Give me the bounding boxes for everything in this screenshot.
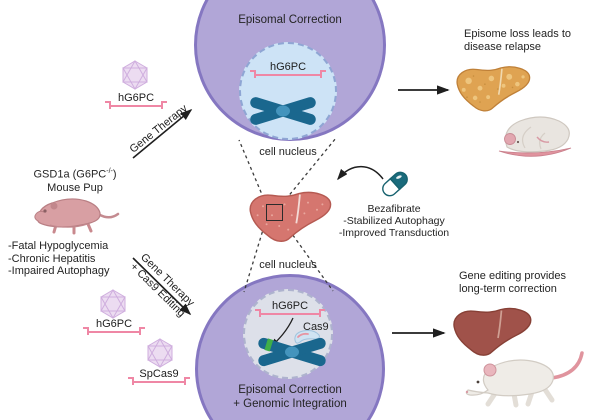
zoom-square [266,204,283,221]
mouse-model-label: GSD1a (G6PC-/-) Mouse Pup [22,165,128,195]
symptom-2: -Chronic Hepatitis [8,252,96,265]
cas9-label: Cas9 [303,321,329,333]
cas9-protein-icon [294,330,320,344]
episomal-construct-bottom: hG6PC [255,300,325,317]
aav-capsid-icon [147,337,173,369]
drug-name: Bezafibrate [367,203,421,215]
cell-nucleus-caption-bottom: cell nucleus [259,259,317,271]
chromosome-edited-icon [258,337,326,367]
aav-hg6pc-construct: hG6PC [83,318,145,335]
drug-effect-2: -Improved Transduction [338,227,450,239]
mouse-model-line2: Mouse Pup [47,181,103,194]
mouse-ear [504,133,516,145]
integration-site-marker [264,338,274,352]
mouse-tail [550,351,584,380]
top-cell-title: Episomal Correction [238,14,342,26]
correction-caption: Gene editing provides long-term correcti… [459,270,593,296]
construct-label: hG6PC [117,92,155,104]
healthy-liver-icon [453,307,532,356]
aav-hg6pc-construct: hG6PC [105,92,167,109]
cell-nucleus-caption-top: cell nucleus [259,146,317,158]
liver-icon [249,191,332,242]
pup-tail [98,212,120,219]
construct-label: SpCas9 [139,368,179,380]
aav-capsid-icon [122,59,148,91]
mouse-pup-icon [34,198,120,235]
fatty-liver-icon [456,66,531,112]
relapse-caption: Episome loss leads to disease relapse [464,28,594,54]
bezafibrate-pill-icon [382,171,408,197]
relapse-caption-line2: disease relapse [464,41,542,53]
symptom-list: -Fatal Hypoglycemia -Chronic Hepatitis -… [8,240,150,278]
aav-capsid-icon [100,288,126,320]
bottom-cell-title-line1: Episomal Correction [238,384,342,396]
bezafibrate-block: Bezafibrate -Stabilized Autophagy -Impro… [337,203,451,239]
construct-label: hG6PC [95,318,133,330]
mouse-tail [498,147,572,157]
bottom-cell-title: Episomal Correction + Genomic Integratio… [195,383,385,411]
correction-caption-line2: long-term correction [459,283,557,295]
arrow-label-line1: Gene Therapy [138,251,197,310]
construct-label: hG6PC [271,300,309,312]
drug-effect-1: -Stabilized Autophagy [343,215,445,227]
healthy-mouse-icon [465,351,584,408]
correction-caption-line1: Gene editing provides [459,270,567,282]
relapse-caption-line1: Episome loss leads to [464,28,571,40]
mouse-model-line1: GSD1a (G6PC-/-) [33,168,117,181]
pup-ear [50,202,58,210]
episomal-construct-top: hG6PC [250,61,326,78]
symptom-3: -Impaired Autophagy [8,265,110,278]
mouse-ear [483,363,497,377]
aav-spcas9-construct: SpCas9 [128,368,190,385]
symptom-1: -Fatal Hypoglycemia [8,240,109,252]
construct-label: hG6PC [269,61,307,73]
chromosome-icon [250,97,316,125]
sick-mouse-icon [498,116,572,157]
bottom-cell-title-line2: + Genomic Integration [233,398,347,410]
